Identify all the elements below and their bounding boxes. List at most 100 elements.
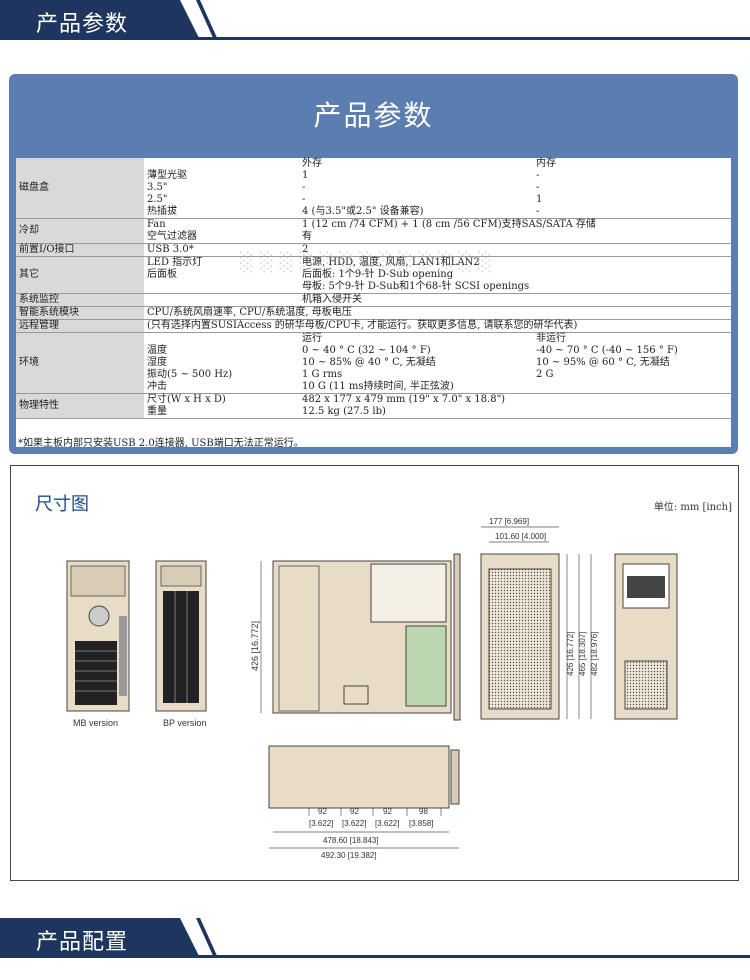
spec-cell-label [144,293,299,307]
spec-cell-v1: 10 G (11 ms持续时间, 半正弦波) [299,381,533,394]
spec-cell-v2: 1 [536,194,543,205]
seg-92a-label: 92 [318,807,327,816]
spec-cell-v1: 运行 [302,333,322,344]
section-banner-params: 产品参数 [0,0,750,44]
dim-177-label: 177 [6.969] [489,517,529,526]
spec-cell-label: 重量 [144,406,299,419]
spec-cell-v2 [533,406,731,419]
spec-cell-v1: 0 ~ 40 ° C (32 ~ 104 ° F) [302,345,431,356]
spec-cell-v2 [533,257,731,270]
bp-version-label: BP version [163,718,206,728]
spec-cell-v1: 1 G rms [302,369,343,380]
spec-cell-v2: 2 G [536,369,554,380]
spec-category: 智能系统模块 [16,306,144,320]
spec-cell-label: USB 3.0* [144,243,299,257]
spec-row: 系统监控 机箱入侵开关 [16,293,731,307]
bp-version-drawing: BP version [155,560,207,728]
spec-cell-v1: - [302,194,306,205]
spec-cell-v2 [533,269,731,281]
mb-version-drawing: MB version [66,560,130,728]
watermark: ░░░░░░░░░░░░░ [240,252,498,273]
seg-98-label: 98 [419,807,428,816]
len-478-label: 478.60 [18.843] [323,836,379,845]
rear-view-drawing [614,553,678,720]
banner-accent [196,0,218,40]
spec-header: 产品参数 [313,99,434,132]
spec-row: 磁盘盒外存内存 [16,158,731,219]
spec-category: 其它 [16,256,144,294]
spec-cell-v1: 1 [302,170,309,181]
spec-cell-label: 尺寸(W x H x D) [147,394,226,405]
banner-title: 产品参数 [36,12,129,37]
spec-category: 物理特性 [16,393,144,419]
spec-cell-v1: 1 (12 cm /74 CFM) + 1 (8 cm /56 CFM)支持SA… [302,219,596,230]
spec-cell-v1: 12.5 kg (27.5 lb) [299,406,533,419]
banner-tab [0,0,200,40]
spec-cell-label: 振动(5 ~ 500 Hz) [147,369,233,380]
spec-cell-v1: 2 [299,243,533,257]
seg-98-inch: [3.858] [409,819,433,828]
spec-cell-v2 [533,231,731,244]
spec-cell-label: CPU/系统风扇速率, CPU/系统温度, 母板电压 [144,306,731,320]
spec-cell-v2 [533,243,731,257]
spec-category: 磁盘盒 [16,158,144,219]
spec-cell-label: LED 指示灯 [147,257,203,268]
front-view-drawing: 177 [6.969] 101.60 [4.000] 426 [16.772] … [480,517,599,720]
spec-category: 系统监控 [16,293,144,307]
banner-rule [0,37,750,40]
spec-cell-v2: - [536,182,540,193]
spec-cell-v1: 外存 [302,158,322,169]
spec-row: 空气过滤器有 [16,231,731,244]
spec-row: 后面板后面板: 1个9-针 D-Sub opening [16,269,731,281]
seg-92a-inch: [3.622] [309,819,333,828]
spec-cell-v1: 机箱入侵开关 [299,293,533,307]
dim-101-label: 101.60 [4.000] [495,532,546,541]
spec-category: 远程管理 [16,319,144,333]
spec-cell-v1: 4 (与3.5"或2.5" 设备兼容) [299,206,533,219]
spec-cell-v1: 母板: 5个9-针 D-Sub和1个68-针 SCSI openings [299,281,533,294]
spec-cell-v2 [533,381,731,394]
seg-92c-label: 92 [383,807,392,816]
dimension-title: 尺寸图 [35,494,89,515]
spec-cell-v1: 电源, HDD, 温度, 风扇, LAN1和LAN2 [302,257,480,268]
spec-cell-label: 3.5" [147,182,168,193]
banner-title: 产品配置 [36,930,129,955]
side-view-drawing: 92 92 92 98 [3.622] [3.622] [3.622] [3.8… [268,745,460,860]
seg-92b-label: 92 [350,807,359,816]
spec-row: 环境运行非运行 [16,332,731,394]
spec-cell-label [144,158,299,170]
spec-cell-v1: 482 x 177 x 479 mm (19" x 7.0" x 18.8") [302,394,506,405]
dim-front-426-label: 426 [16.772] [566,632,575,676]
spec-cell-label: 2.5" [147,194,168,205]
spec-cell-v1: 有 [299,231,533,244]
mb-version-label: MB version [73,718,118,728]
spec-cell-label [144,333,299,346]
spec-cell-label: 湿度 [147,357,167,368]
spec-cell-v2: 10 ~ 95% @ 60 ° C, 无凝结 [536,357,670,368]
spec-category: 前置I/O接口 [16,243,144,257]
spec-cell-v2: -40 ~ 70 ° C (-40 ~ 156 ° F) [536,345,678,356]
spec-cell-v2 [533,394,731,407]
spec-cell-label: 温度 [147,345,167,356]
spec-cell-v2: 非运行 [536,333,566,344]
spec-row: 温度 0 ~ 40 ° C (32 ~ 104 ° F) -40 ~ 70 ° C … [16,345,731,357]
dimension-drawing: MB version BP version 426 [16.772] [66,517,678,860]
spec-footnote: *如果主板内部只安装USB 2.0连接器, USB端口无法正常运行。 [18,438,304,449]
spec-row: 物理特性尺寸(W x H x D) 482 x 177 x 479 mm (19"… [16,393,731,419]
seg-92c-inch: [3.622] [375,819,399,828]
spec-category: 冷却 [16,218,144,244]
spec-row: 远程管理(只有选择内置SUSIAccess 的研华母板/CPU卡, 才能运行。获… [16,319,731,333]
spec-cell-label: 空气过滤器 [144,231,299,244]
